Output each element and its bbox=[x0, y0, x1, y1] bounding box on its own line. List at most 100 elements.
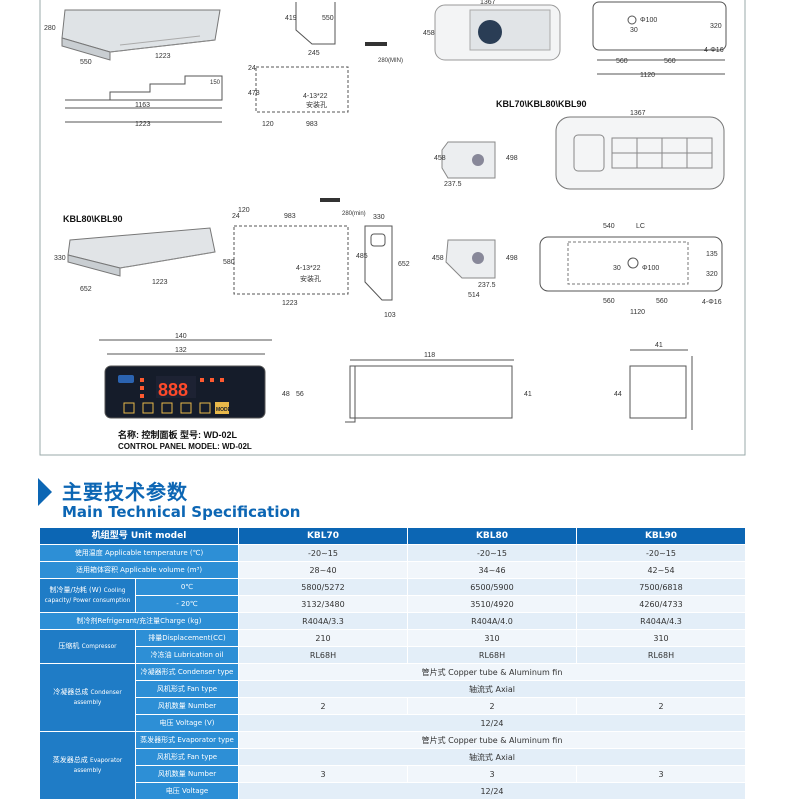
cell-evap-type: 管片式 Copper tube & Aluminum fin bbox=[238, 731, 746, 749]
dim-30: 30 bbox=[630, 27, 638, 34]
cell-cool0-kbl90: 7500/6818 bbox=[576, 578, 746, 596]
panel-box-drawing: 118 41 41 44 bbox=[345, 342, 693, 430]
panel-dim-132: 132 bbox=[175, 347, 187, 354]
dim-320-low: 320 bbox=[706, 271, 718, 278]
dim-1367-top: 1367 bbox=[480, 0, 496, 6]
cell-refrig-kbl70: R404A/3.3 bbox=[238, 612, 408, 630]
cell-refrig-kbl90: R404A/4.3 bbox=[576, 612, 746, 630]
dim-4-13x22-low: 4-13*22 bbox=[296, 265, 321, 272]
label-oil: 冷冻油 Lubrication oil bbox=[135, 646, 239, 664]
cell-evap-voltage: 12/24 bbox=[238, 782, 746, 800]
label-evaporator-en: Evaporator assembly bbox=[73, 757, 123, 774]
cell-volume-kbl80: 34~46 bbox=[407, 561, 577, 579]
cell-cond-voltage: 12/24 bbox=[238, 714, 746, 732]
label-cond-voltage: 电压 Voltage (V) bbox=[135, 714, 239, 732]
cell-condfan-kbl70: 2 bbox=[238, 697, 408, 715]
row-evap-voltage: 电压 Voltage 12/24 bbox=[40, 782, 746, 800]
cell-cool0-kbl70: 5800/5272 bbox=[238, 578, 408, 596]
spec-table: 机组型号 Unit model KBL70 KBL80 KBL90 使用温度 A… bbox=[39, 527, 746, 800]
mount-plan-lower: 540 LC Φ100 30 320 135 560 560 1120 4-Φ1… bbox=[539, 223, 723, 316]
cell-oil-kbl70: RL68H bbox=[238, 646, 408, 664]
dim-120-mid: 120 bbox=[262, 121, 274, 128]
dim-514: 514 bbox=[468, 292, 480, 299]
cell-evapfan-kbl70: 3 bbox=[238, 765, 408, 783]
cell-disp-kbl90: 310 bbox=[576, 629, 746, 647]
dim-330-side: 330 bbox=[373, 214, 385, 221]
dim-560b: 560 bbox=[664, 58, 676, 65]
label-cool-0c: 0℃ bbox=[135, 578, 239, 596]
dim-phi100-low: Φ100 bbox=[642, 265, 659, 272]
header-kbl80: KBL80 bbox=[407, 527, 577, 545]
dim-top-280: 280 bbox=[44, 25, 56, 32]
label-compressor-cn: 压缩机 bbox=[58, 641, 80, 650]
dim-75-150: 150 bbox=[210, 80, 221, 86]
dim-983-low: 983 bbox=[284, 213, 296, 220]
heading-title-en: Main Technical Specification bbox=[62, 503, 301, 521]
dim-1223-low: 1223 bbox=[282, 300, 298, 307]
table-header-row: 机组型号 Unit model KBL70 KBL80 KBL90 bbox=[39, 527, 746, 545]
dim-1223-mid: 1223 bbox=[135, 121, 151, 128]
cell-oil-kbl80: RL68H bbox=[407, 646, 577, 664]
label-compressor-group: 压缩机 Compressor bbox=[39, 629, 136, 664]
install-hole-label-low: 安装孔 bbox=[300, 274, 321, 283]
cell-cond-fan: 轴流式 Axial bbox=[238, 680, 746, 698]
dim-135: 135 bbox=[706, 251, 718, 258]
dim-498-mid: 498 bbox=[506, 155, 518, 162]
bracket-side-top: 419 550 245 280(MIN) bbox=[285, 2, 403, 64]
cell-cool20-kbl90: 4260/4733 bbox=[576, 595, 746, 613]
panel-mode-key: MODE bbox=[216, 407, 232, 413]
row-cond-voltage: 电压 Voltage (V) 12/24 bbox=[40, 714, 746, 732]
label-evap-type: 蒸发器形式 Evaporator type bbox=[135, 731, 239, 749]
dim-1223-left: 1223 bbox=[152, 279, 168, 286]
cell-evapfan-kbl90: 3 bbox=[576, 765, 746, 783]
label-cooling-cn: 制冷量/功耗 (W) bbox=[49, 585, 102, 594]
unit-iso-lower: 330 652 1223 bbox=[54, 227, 216, 293]
dim-24-low: 24 bbox=[232, 213, 240, 220]
bracket-side-lower: 330 485 652 103 bbox=[356, 214, 410, 319]
label-condenser-group: 冷凝器总成 Condenser assembly bbox=[39, 663, 136, 732]
row-evap-type: 蒸发器总成 Evaporator assembly 蒸发器形式 Evaporat… bbox=[39, 731, 746, 800]
dim-280min: 280(MIN) bbox=[378, 58, 403, 64]
header-kbl70: KBL70 bbox=[238, 527, 408, 545]
cell-temp-kbl90: -20~15 bbox=[576, 544, 746, 562]
cell-refrig-kbl80: R404A/4.0 bbox=[407, 612, 577, 630]
dim-120-low: 120 bbox=[238, 207, 250, 214]
dim-478: 478 bbox=[248, 90, 260, 97]
dim-1120: 1120 bbox=[640, 72, 655, 79]
panel-dim-140: 140 bbox=[175, 333, 187, 340]
dim-237-low: 237.5 bbox=[478, 282, 496, 289]
label-cooling-en: Cooling capacity/ Power consumption bbox=[44, 587, 131, 604]
cell-disp-kbl80: 310 bbox=[407, 629, 577, 647]
dim-485: 485 bbox=[356, 253, 368, 260]
cell-evap-fan: 轴流式 Axial bbox=[238, 748, 746, 766]
unit-topview-long: 1367 bbox=[555, 110, 725, 190]
label-refrigerant: 制冷剂Refrigerant/充注量Charge (kg) bbox=[39, 612, 239, 630]
dim-560c: 560 bbox=[603, 298, 615, 305]
label-evap-fan-num: 风机数量 Number bbox=[135, 765, 239, 783]
cell-evapfan-kbl80: 3 bbox=[407, 765, 577, 783]
cell-cond-type: 管片式 Copper tube & Aluminum fin bbox=[238, 663, 746, 681]
dim-560a: 560 bbox=[616, 58, 628, 65]
cell-condfan-kbl90: 2 bbox=[576, 697, 746, 715]
dim-560d: 560 bbox=[656, 298, 668, 305]
dim-phi100: Φ100 bbox=[640, 17, 657, 24]
unit-front-top: 1367 458 bbox=[423, 0, 561, 61]
label-cond-fan: 风机形式 Fan type bbox=[135, 680, 239, 698]
label-cooling-group: 制冷量/功耗 (W) Cooling capacity/ Power consu… bbox=[39, 578, 136, 613]
header-unit-model: 机组型号 Unit model bbox=[39, 527, 239, 545]
panel-dim-48: 48 bbox=[282, 391, 290, 398]
row-oil: 冷冻油 Lubrication oil RL68H RL68H RL68H bbox=[40, 646, 746, 664]
cell-oil-kbl90: RL68H bbox=[576, 646, 746, 664]
dim-1120-low: 1120 bbox=[630, 309, 645, 316]
panel-display: 888 bbox=[158, 380, 188, 400]
label-evaporator-group: 蒸发器总成 Evaporator assembly bbox=[39, 731, 136, 800]
cell-temp-kbl70: -20~15 bbox=[238, 544, 408, 562]
row-cond-fan-num: 风机数量 Number 2 2 2 bbox=[40, 697, 746, 715]
cell-cool20-kbl70: 3132/3480 bbox=[238, 595, 408, 613]
box-dim-41b: 41 bbox=[655, 342, 663, 349]
panel-dim-56: 56 bbox=[296, 391, 304, 398]
heading-title-cn: 主要技术参数 bbox=[62, 480, 188, 504]
dim-280min-low: 280(min) bbox=[342, 211, 366, 217]
control-panel-drawing: 140 132 888 MODE 48 56 名称: 控制面板 型号: WD-0… bbox=[99, 333, 304, 451]
dim-540: 540 bbox=[603, 223, 615, 230]
